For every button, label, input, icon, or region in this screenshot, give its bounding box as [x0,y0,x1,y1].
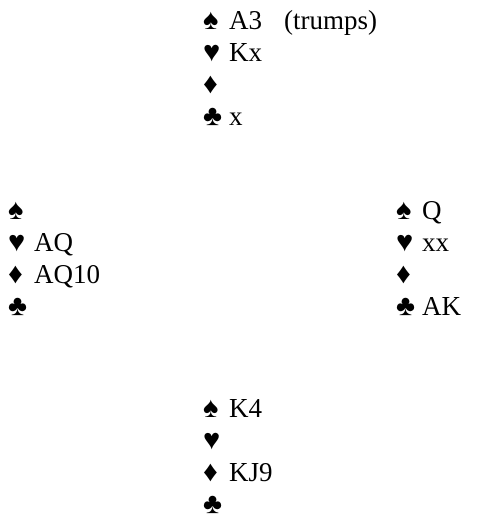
spade-icon: ♠ [396,194,412,226]
east-clubs-cards: AK [422,291,461,321]
north-spades-row: ♠ A3 (trumps) [203,4,377,36]
south-spades-row: ♠ K4 [203,392,273,424]
north-hearts-cards: Kx [229,37,262,67]
heart-icon: ♥ [396,226,414,258]
west-hearts-row: ♥ AQ [8,226,100,258]
club-icon: ♣ [8,290,28,322]
diamond-icon: ♦ [203,456,218,488]
diamond-icon: ♦ [203,68,218,100]
heart-icon: ♥ [203,424,221,456]
south-hand: ♠ K4 ♥ ♦ KJ9 ♣ [203,392,273,520]
east-diamonds-row: ♦ [396,258,461,290]
west-hand: ♠ ♥ AQ ♦ AQ10 ♣ [8,194,100,322]
east-spades-cards: Q [422,195,442,225]
club-icon: ♣ [396,290,416,322]
west-diamonds-row: ♦ AQ10 [8,258,100,290]
west-hearts-cards: AQ [34,227,73,257]
west-clubs-row: ♣ [8,290,100,322]
south-hearts-row: ♥ [203,424,273,456]
north-hearts-row: ♥ Kx [203,36,377,68]
spade-icon: ♠ [203,392,219,424]
south-clubs-row: ♣ [203,488,273,520]
spade-icon: ♠ [203,4,219,36]
south-diamonds-cards: KJ9 [229,457,273,487]
east-spades-row: ♠Q [396,194,461,226]
north-diamonds-row: ♦ [203,68,377,100]
trumps-note: (trumps) [284,5,377,35]
north-clubs-row: ♣x [203,100,377,132]
west-spades-row: ♠ [8,194,100,226]
north-hand: ♠ A3 (trumps) ♥ Kx ♦ ♣x [203,4,377,132]
heart-icon: ♥ [8,226,26,258]
north-spades-cards: A3 [229,5,262,35]
club-icon: ♣ [203,488,223,520]
east-clubs-row: ♣AK [396,290,461,322]
east-hand: ♠Q ♥xx ♦ ♣AK [396,194,461,322]
south-diamonds-row: ♦ KJ9 [203,456,273,488]
diamond-icon: ♦ [396,258,411,290]
west-diamonds-cards: AQ10 [34,259,100,289]
spade-icon: ♠ [8,194,24,226]
heart-icon: ♥ [203,36,221,68]
east-hearts-row: ♥ xx [396,226,461,258]
club-icon: ♣ [203,100,223,132]
north-clubs-cards: x [229,101,243,131]
south-spades-cards: K4 [229,393,262,423]
east-hearts-cards: xx [422,227,449,257]
diamond-icon: ♦ [8,258,23,290]
